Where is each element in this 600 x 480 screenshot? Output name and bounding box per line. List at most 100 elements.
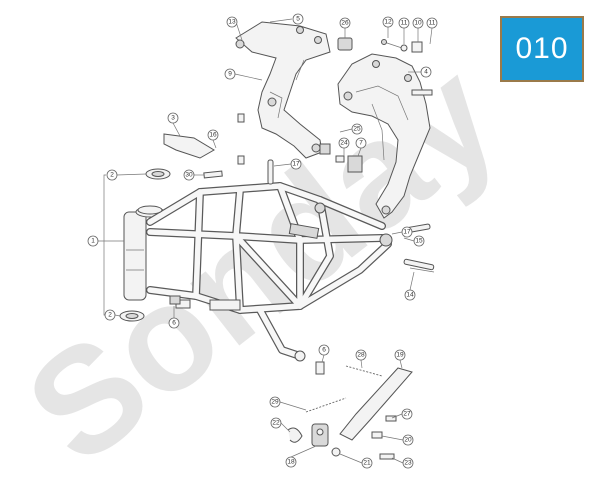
part-callout: 21	[361, 457, 373, 469]
callout-label: 1	[91, 238, 95, 245]
callout-circle	[226, 16, 238, 28]
part-callout: 19	[394, 349, 406, 361]
callout-label: 19	[396, 352, 404, 359]
callout-label: 18	[287, 459, 295, 466]
callout-label: 17	[292, 161, 300, 168]
main-frame	[123, 182, 393, 362]
part-callout: 23	[402, 457, 414, 469]
part-callout: 11	[398, 17, 410, 29]
callout-circle	[351, 123, 363, 135]
part-callout: 30	[183, 169, 195, 181]
part-callout: 3	[167, 112, 179, 124]
callout-circle	[412, 17, 424, 29]
callout-circle	[420, 66, 432, 78]
callout-label: 6	[172, 320, 176, 327]
callout-label: 4	[424, 69, 428, 76]
callout-label: 10	[414, 20, 422, 27]
part-callout: 11	[426, 17, 438, 29]
callout-label: 9	[228, 71, 232, 78]
callout-circle	[168, 317, 180, 329]
callout-circle	[290, 158, 302, 170]
part-callout: 20	[402, 434, 414, 446]
callout-label: 29	[271, 399, 279, 406]
callout-circle	[402, 457, 414, 469]
part-callout: 17	[290, 158, 302, 170]
callout-label: 21	[363, 460, 371, 467]
part-callout: 4	[420, 66, 432, 78]
callout-circle	[401, 226, 413, 238]
callout-circle	[104, 309, 116, 321]
part-callout: 27	[401, 408, 413, 420]
callout-circle	[402, 434, 414, 446]
callout-label: 12	[384, 19, 392, 26]
callout-label: 23	[404, 460, 412, 467]
callout-label: 2	[108, 312, 112, 319]
callout-label: 24	[340, 140, 348, 147]
callout-label: 25	[353, 126, 361, 133]
bearings	[119, 133, 223, 322]
part-callout: 26	[339, 17, 351, 29]
callout-circle	[106, 169, 118, 181]
callout-label: 11	[401, 20, 408, 27]
upper-left-bracket	[235, 21, 331, 159]
callout-circle	[401, 408, 413, 420]
part-callout: 28	[355, 349, 367, 361]
part-callout: 9	[224, 68, 236, 80]
part-callout: 15	[413, 235, 425, 247]
callout-circle	[292, 13, 304, 25]
callout-label: 27	[403, 411, 411, 418]
part-callout: 25	[351, 123, 363, 135]
callout-circle	[207, 129, 219, 141]
callout-circle	[382, 16, 394, 28]
part-callout: 2	[106, 169, 118, 181]
callout-circle	[355, 137, 367, 149]
callout-label: 26	[341, 20, 349, 27]
callout-circle	[355, 349, 367, 361]
callout-label: 5	[296, 16, 300, 23]
callout-circle	[338, 137, 350, 149]
part-callout: 29	[269, 396, 281, 408]
callout-label: 16	[209, 132, 217, 139]
top-hardware	[319, 37, 433, 173]
part-callout: 17	[401, 226, 413, 238]
part-callout: 14	[404, 289, 416, 301]
callout-circle	[270, 417, 282, 429]
upper-right-bracket	[337, 53, 431, 219]
callout-circle	[269, 396, 281, 408]
callout-label: 30	[185, 172, 193, 179]
leader-lines	[98, 18, 433, 464]
part-callout: 6	[168, 317, 180, 329]
callout-label: 22	[272, 420, 280, 427]
part-callout: 1	[87, 235, 99, 247]
callout-label: 11	[429, 20, 436, 27]
callout-circle	[361, 457, 373, 469]
callout-label: 2	[110, 172, 114, 179]
part-callout: 16	[207, 129, 219, 141]
part-callout: 13	[226, 16, 238, 28]
callout-circle	[87, 235, 99, 247]
callout-circle	[318, 344, 330, 356]
callout-label: 13	[228, 19, 236, 26]
callout-label: 15	[415, 238, 423, 245]
callout-label: 20	[404, 437, 412, 444]
callout-circle	[224, 68, 236, 80]
part-callout: 24	[338, 137, 350, 149]
callout-circle	[394, 349, 406, 361]
part-callout: 7	[355, 137, 367, 149]
callout-label: 14	[406, 292, 414, 299]
callout-label: 6	[322, 347, 326, 354]
callout-circle	[404, 289, 416, 301]
part-callout: 2	[104, 309, 116, 321]
callout-circle	[167, 112, 179, 124]
callout-circle	[339, 17, 351, 29]
callout-circle	[413, 235, 425, 247]
part-callout: 18	[285, 456, 297, 468]
callout-circle	[183, 169, 195, 181]
part-callout: 22	[270, 417, 282, 429]
callout-label: 7	[359, 140, 363, 147]
side-stand	[287, 365, 413, 460]
part-callout: 10	[412, 17, 424, 29]
callout-label: 28	[357, 352, 365, 359]
